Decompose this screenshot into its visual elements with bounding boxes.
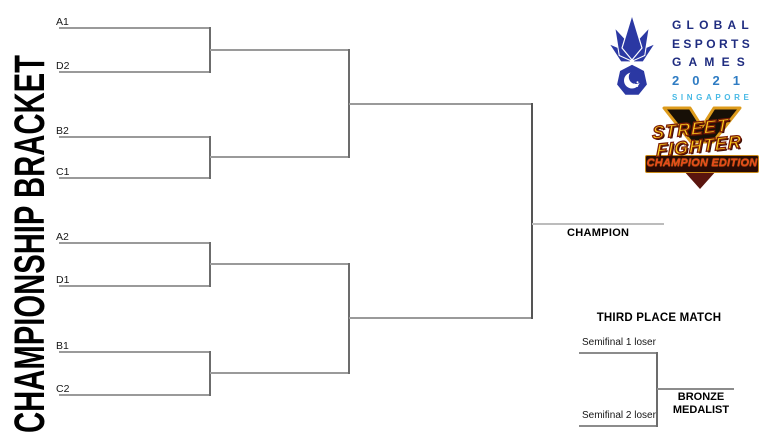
seed-label-c1: C1 bbox=[56, 166, 70, 178]
geg-word-esports: ESPORTS bbox=[672, 36, 754, 51]
sfv-edition-band bbox=[645, 155, 759, 173]
semifinal-1-loser-label: Semifinal 1 loser bbox=[582, 337, 656, 348]
seed-label-b1: B1 bbox=[56, 340, 69, 352]
seed-label-a1: A1 bbox=[56, 16, 69, 28]
page-title: CHAMPIONSHIP BRACKET bbox=[6, 55, 54, 433]
geg-word-global: GLOBAL bbox=[672, 18, 754, 32]
geg-emblem-icon bbox=[608, 12, 656, 97]
seed-label-c2: C2 bbox=[56, 383, 70, 395]
geg-country: SINGAPORE bbox=[672, 92, 753, 102]
bronze-medalist-line2: MEDALIST bbox=[672, 403, 730, 416]
champion-label: CHAMPION bbox=[567, 227, 630, 239]
sfv-edition-label: CHAMPION EDITION bbox=[646, 157, 758, 169]
bronze-medalist-label: BRONZE MEDALIST bbox=[662, 391, 740, 416]
geg-year: 2021 bbox=[672, 73, 753, 89]
bronze-medalist-line1: BRONZE bbox=[677, 391, 725, 403]
third-place-title: THIRD PLACE MATCH bbox=[596, 312, 722, 324]
sfv-triangle-icon bbox=[683, 170, 717, 189]
street-fighter-v-logo: STREET FIGHTER CHAMPION EDITION bbox=[645, 104, 759, 192]
seed-label-b2: B2 bbox=[56, 125, 69, 137]
seed-label-d2: D2 bbox=[56, 60, 70, 72]
global-esports-games-logo: GLOBAL ESPORTS GAMES 2021 SINGAPORE bbox=[604, 9, 754, 102]
sfv-v-icon bbox=[662, 106, 742, 144]
semifinal-2-loser-label: Semifinal 2 loser bbox=[582, 410, 656, 421]
seed-label-a2: A2 bbox=[56, 231, 69, 243]
geg-word-games: GAMES bbox=[672, 55, 753, 70]
geg-wordmark: GLOBAL ESPORTS GAMES 2021 SINGAPORE bbox=[672, 18, 752, 102]
seed-label-d1: D1 bbox=[56, 274, 70, 286]
